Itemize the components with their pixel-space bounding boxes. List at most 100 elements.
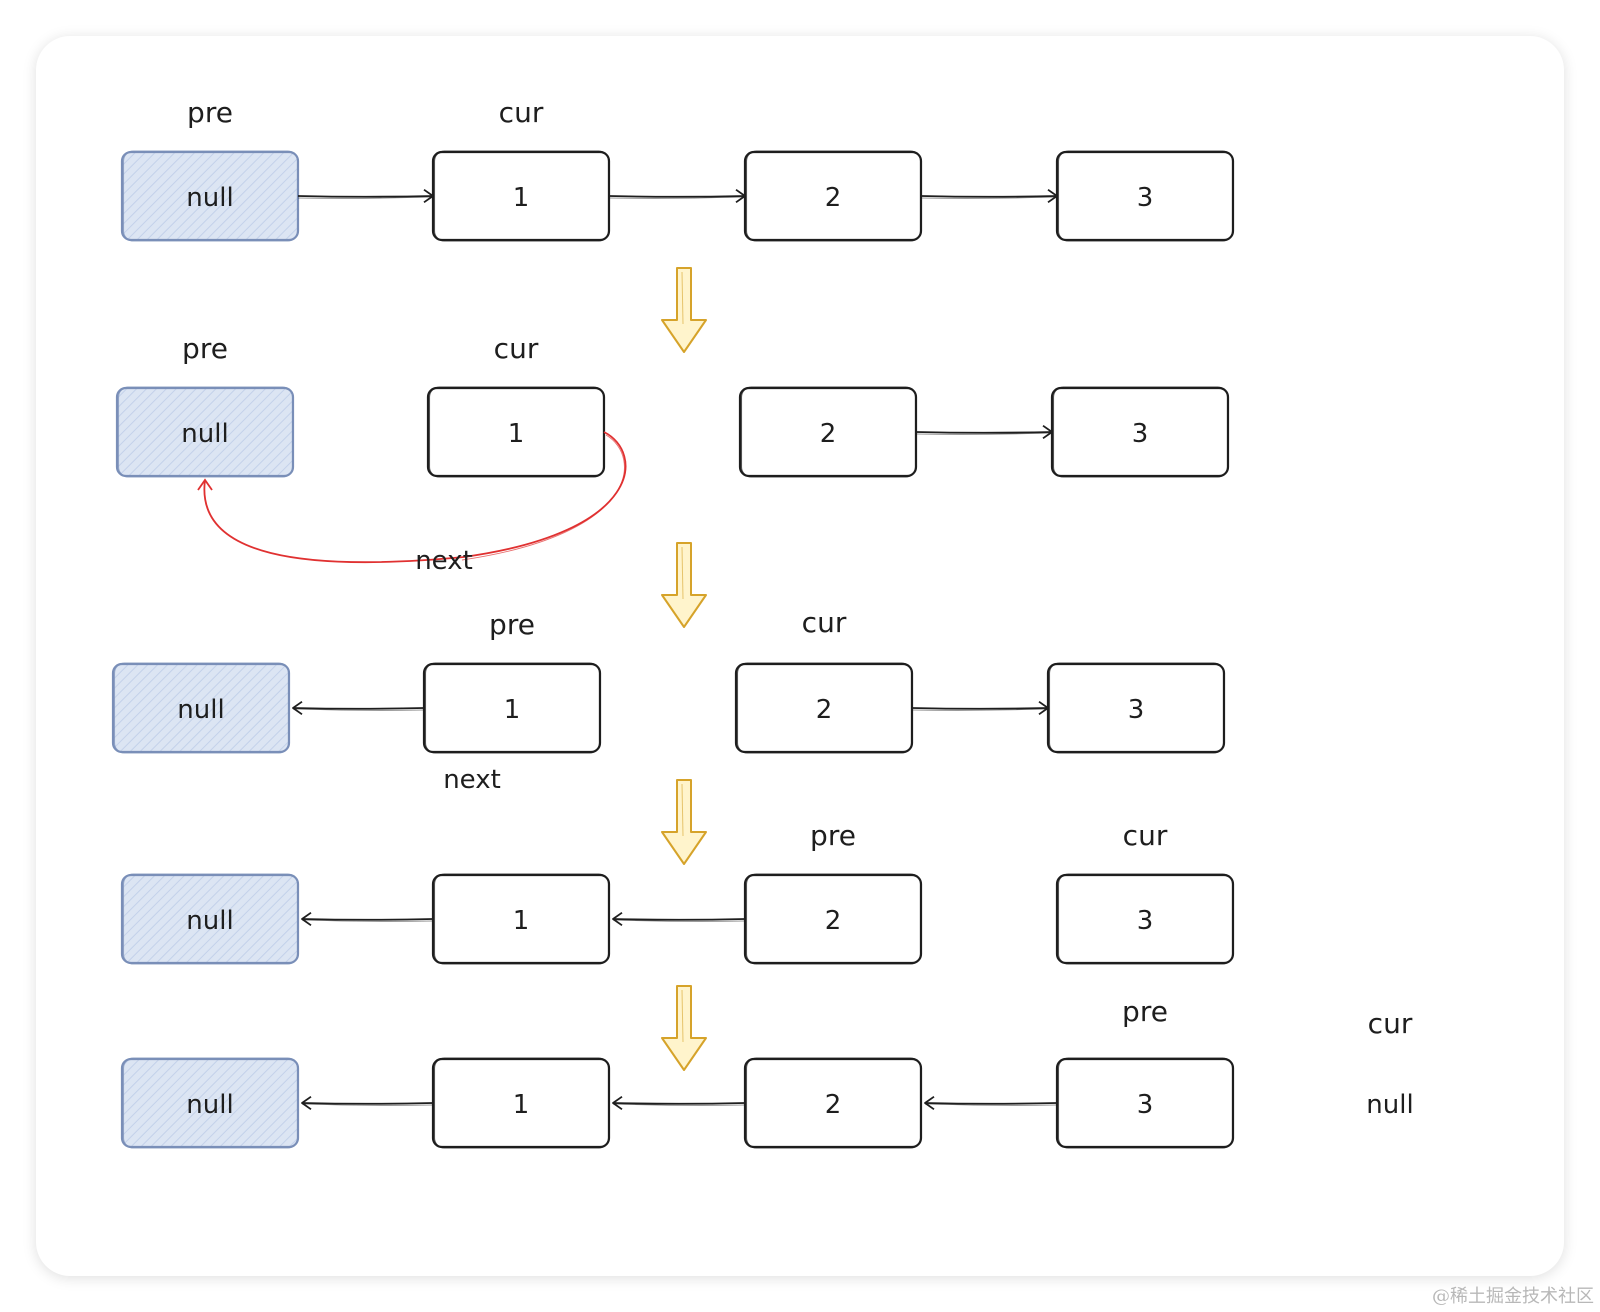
- list-node: 3: [1050, 386, 1230, 478]
- curved-arrow-line: [203, 431, 627, 564]
- node-value: 1: [513, 1090, 530, 1120]
- next-pointer-arrow: [612, 1095, 746, 1111]
- arrow-head: [1038, 700, 1049, 716]
- node-box-sketch-stroke: [433, 873, 610, 965]
- step-down-arrow: [661, 985, 707, 1071]
- next-label: next: [443, 765, 501, 795]
- node-value: 3: [1137, 906, 1154, 936]
- list-node: 2: [738, 386, 918, 478]
- arrow-head: [292, 700, 303, 716]
- cur-pointer-label: cur: [499, 96, 544, 129]
- arrow-line: [920, 195, 1058, 198]
- arrow-sketch-line: [612, 919, 746, 922]
- step-arrow-sketch-line: [681, 989, 684, 1043]
- next-pointer-arrow: [920, 188, 1058, 204]
- pre-pointer-label: pre: [810, 819, 856, 852]
- node-value: 3: [1128, 695, 1145, 725]
- next-pointer-arrow: [915, 424, 1053, 440]
- node-value: 1: [504, 695, 521, 725]
- node-value: null: [181, 419, 228, 449]
- step-arrow-sketch-line: [681, 783, 684, 837]
- next-pointer-arrow: [301, 1095, 434, 1111]
- node-box-sketch-stroke: [428, 386, 605, 478]
- node-value: 2: [816, 695, 833, 725]
- node-value: 1: [508, 419, 525, 449]
- node-value: 2: [825, 183, 842, 213]
- arrow-line: [297, 195, 434, 198]
- step-down-arrow: [661, 542, 707, 628]
- node-box-sketch-stroke: [1048, 662, 1225, 754]
- arrow-head: [612, 911, 623, 927]
- trailing-null-label: null: [1366, 1090, 1413, 1120]
- node-value: 3: [1137, 1090, 1154, 1120]
- arrow-sketch-line: [612, 1103, 746, 1106]
- list-node: 1: [422, 662, 602, 754]
- node-box-sketch-stroke: [745, 873, 922, 965]
- arrow-head: [423, 188, 434, 204]
- cur-pointer-label: cur: [494, 332, 539, 365]
- step-arrow-sketch-line: [681, 271, 684, 325]
- null-node: null: [120, 150, 300, 242]
- next-pointer-arrow: [297, 188, 434, 204]
- cur-pointer-label: cur: [802, 606, 847, 639]
- step-arrow-shape: [661, 267, 707, 353]
- watermark: @稀土掘金技术社区: [1432, 1286, 1594, 1307]
- null-node-box-sketch-stroke: [117, 386, 294, 478]
- arrow-line: [612, 1102, 746, 1105]
- arrow-sketch-line: [911, 708, 1049, 711]
- node-box-sketch-stroke: [1057, 1057, 1234, 1149]
- next-pointer-arrow: [301, 911, 434, 927]
- arrow-line: [301, 918, 434, 921]
- next-pointer-arrow: [612, 911, 746, 927]
- arrow-sketch-line: [924, 1103, 1058, 1106]
- node-value: 3: [1132, 419, 1149, 449]
- arrow-head: [1042, 424, 1053, 440]
- node-value: 1: [513, 906, 530, 936]
- arrow-sketch-line: [297, 196, 434, 199]
- null-node-box-sketch-stroke: [122, 150, 299, 242]
- node-box-sketch-stroke: [1057, 150, 1234, 242]
- list-node: 2: [743, 873, 923, 965]
- arrow-sketch-line: [915, 432, 1053, 435]
- node-value: null: [186, 1090, 233, 1120]
- step-arrow-shape: [661, 542, 707, 628]
- step-arrow-sketch-line: [681, 546, 684, 600]
- list-node: 2: [734, 662, 914, 754]
- node-value: 2: [820, 419, 837, 449]
- arrow-head: [301, 1095, 312, 1111]
- node-box-sketch-stroke: [736, 662, 913, 754]
- node-box-sketch-stroke: [433, 1057, 610, 1149]
- node-box-sketch-stroke: [1057, 873, 1234, 965]
- arrow-line: [608, 195, 746, 198]
- node-box-sketch-stroke: [745, 1057, 922, 1149]
- list-node: 3: [1055, 873, 1235, 965]
- pre-pointer-label: pre: [182, 332, 228, 365]
- arrow-head: [735, 188, 746, 204]
- pre-pointer-label: pre: [1122, 995, 1168, 1028]
- step-down-arrow: [661, 779, 707, 865]
- arrow-line: [924, 1102, 1058, 1105]
- list-node: 2: [743, 150, 923, 242]
- node-value: null: [186, 183, 233, 213]
- arrow-head: [612, 1095, 623, 1111]
- next-pointer-arrow: [924, 1095, 1058, 1111]
- node-value: 2: [825, 906, 842, 936]
- pre-pointer-label: pre: [187, 96, 233, 129]
- node-box-sketch-stroke: [740, 386, 917, 478]
- list-node: 2: [743, 1057, 923, 1149]
- curved-arrow-head: [197, 478, 213, 491]
- node-box-sketch-stroke: [1052, 386, 1229, 478]
- list-node: 3: [1055, 150, 1235, 242]
- arrow-sketch-line: [608, 196, 746, 199]
- step-arrow-shape: [661, 985, 707, 1071]
- null-node-box-sketch-stroke: [122, 1057, 299, 1149]
- list-node: 1: [431, 1057, 611, 1149]
- next-label: next: [415, 546, 473, 576]
- next-pointer-arrow: [608, 188, 746, 204]
- cur-pointer-label: cur: [1123, 819, 1168, 852]
- next-pointer-arrow: [292, 700, 425, 716]
